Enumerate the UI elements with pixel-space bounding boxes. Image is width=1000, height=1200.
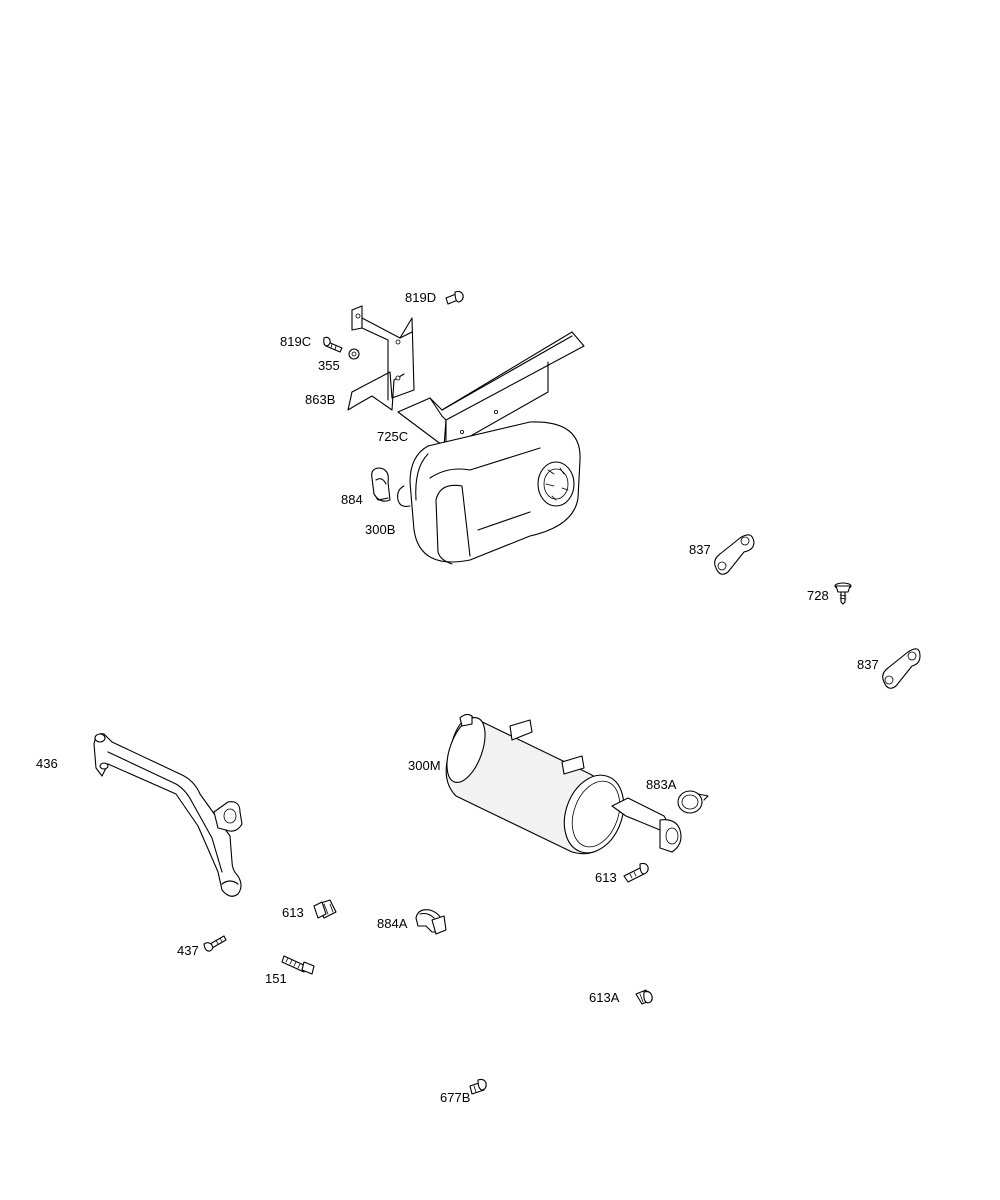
part-613-bolt-right — [623, 862, 649, 883]
label-355: 355 — [318, 358, 340, 373]
part-300b-muffler — [397, 421, 581, 565]
label-613-right: 613 — [595, 870, 617, 885]
label-819c: 819C — [280, 334, 311, 349]
part-837-plate-lower — [882, 648, 921, 689]
part-863b-bracket — [347, 305, 415, 411]
label-725c: 725C — [377, 429, 408, 444]
label-884: 884 — [341, 492, 363, 507]
label-863b: 863B — [305, 392, 335, 407]
label-613-left: 613 — [282, 905, 304, 920]
part-884a-clamp — [415, 909, 447, 935]
part-436-exhaust-pipe — [93, 733, 243, 897]
part-725c-heat-shield — [397, 331, 585, 451]
label-884a: 884A — [377, 916, 408, 931]
part-819d-bolt — [445, 290, 464, 305]
label-151: 151 — [265, 971, 287, 986]
label-437: 437 — [177, 943, 199, 958]
label-613a: 613A — [589, 990, 620, 1005]
part-883a-gasket — [677, 790, 709, 814]
part-837-plate-upper — [714, 534, 755, 575]
part-151-stud — [281, 955, 315, 975]
label-837-lower: 837 — [857, 657, 879, 672]
label-300m: 300M — [408, 758, 441, 773]
part-613a-nut — [635, 989, 653, 1005]
part-884-clamp — [371, 467, 391, 502]
part-300m-muffler — [445, 713, 682, 855]
label-728: 728 — [807, 588, 829, 603]
label-677b: 677B — [440, 1090, 470, 1105]
label-300b: 300B — [365, 522, 395, 537]
part-819c-bolt — [323, 336, 343, 353]
part-437-bolt — [203, 935, 227, 952]
label-436: 436 — [36, 756, 58, 771]
part-613-nut-left — [313, 899, 337, 919]
part-355-washer — [348, 348, 360, 360]
label-883a: 883A — [646, 777, 677, 792]
label-819d: 819D — [405, 290, 436, 305]
label-837-upper: 837 — [689, 542, 711, 557]
part-677b-bolt — [469, 1078, 487, 1095]
part-728-screw — [834, 582, 852, 605]
